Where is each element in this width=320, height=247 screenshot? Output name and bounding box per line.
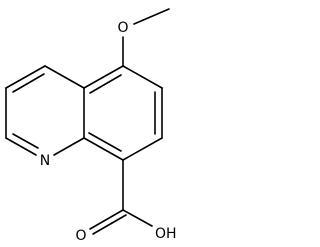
- bond-c2-n1-inner: [12, 133, 39, 149]
- structure-drawing: O N O OH: [5, 8, 177, 244]
- bond-carbonyl-double-a: [89, 209, 124, 230]
- acid-oxygen-label: O: [75, 228, 86, 244]
- ring-nitrogen-label: N: [40, 153, 50, 169]
- bond-carbonyl-double-b: [92, 214, 127, 235]
- bond-c4a-c5-inner: [89, 74, 122, 94]
- bond-c7-c8: [122, 137, 163, 161]
- bond-c8-c8a: [83, 137, 124, 161]
- methoxy-oxygen-label: O: [117, 20, 128, 36]
- bond-c4-c3-inner: [12, 73, 45, 93]
- bond-c5-c6: [122, 65, 163, 89]
- bond-c4a-c5: [83, 65, 124, 89]
- bond-c8-c8a-inner: [88, 132, 122, 152]
- bond-carboxyl-oh: [122, 209, 153, 227]
- bond-n1-c8a: [53, 137, 85, 156]
- bond-c4a-c4: [44, 65, 85, 89]
- bond-methyl-oxygen: [133, 8, 170, 25]
- hydroxyl-label: OH: [155, 226, 177, 242]
- bond-c2-n1: [5, 137, 37, 156]
- bond-c4-c3: [5, 65, 46, 89]
